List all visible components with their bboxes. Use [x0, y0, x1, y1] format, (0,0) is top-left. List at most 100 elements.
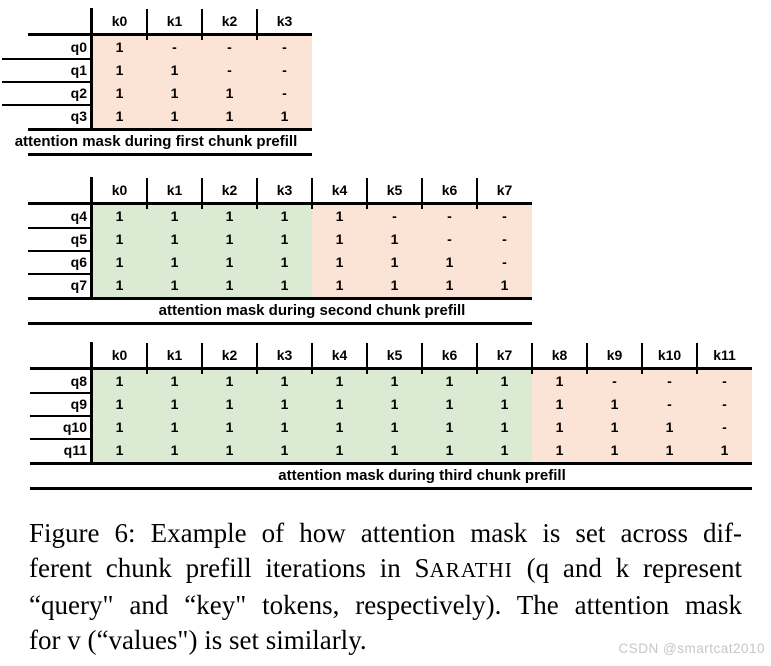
pink-region [312, 205, 532, 297]
col-header-k6: k6 [441, 182, 458, 198]
mask-cell: 1 [280, 442, 289, 458]
mask-cell: - [227, 62, 232, 78]
mask-cell: - [667, 373, 672, 389]
column-boundary-tick [365, 370, 368, 374]
mask-cell: 1 [335, 277, 344, 293]
row-header-q7: q7 [70, 277, 87, 293]
mask-cell: 1 [170, 442, 179, 458]
mask-cell: 1 [280, 373, 289, 389]
col-header-k3: k3 [276, 347, 293, 363]
mask-cell: 1 [115, 277, 124, 293]
column-boundary-tick [200, 370, 203, 374]
row-header-q5: q5 [70, 231, 87, 247]
mask-cell: 1 [115, 442, 124, 458]
mask-cell: 1 [335, 231, 344, 247]
mask-cell: - [447, 231, 452, 247]
label-divider [90, 342, 93, 462]
mask-cell: 1 [170, 108, 179, 124]
mask-cell: 1 [335, 254, 344, 270]
mask-cell: 1 [170, 208, 179, 224]
column-boundary-tick [200, 205, 203, 209]
col-header-k7: k7 [496, 347, 513, 363]
mask-cell: 1 [115, 254, 124, 270]
caption-line-2-pre: ferent chunk prefill iterations in S [29, 553, 430, 583]
row-separator [28, 227, 92, 229]
mask-cell: 1 [555, 442, 564, 458]
row-separator [28, 273, 92, 275]
col-header-k0: k0 [111, 13, 128, 29]
table-bottom-rule [30, 487, 752, 490]
mask-cell: 1 [225, 373, 234, 389]
column-boundary-tick [420, 205, 423, 209]
mask-cell: 1 [665, 419, 674, 435]
mask-cell: - [667, 396, 672, 412]
header-column-tick [365, 343, 368, 367]
figure-caption: Figure 6: Example of how attention mask … [29, 516, 742, 658]
caption-line-3: “query" and “key" tokens, respectively).… [29, 590, 742, 620]
mask-cell: 1 [170, 85, 179, 101]
row-separator [28, 250, 92, 252]
mask-cell: 1 [555, 396, 564, 412]
mask-cell: 1 [445, 254, 454, 270]
mask-cell: 1 [280, 208, 289, 224]
mask-cell: 1 [225, 231, 234, 247]
mask-cell: 1 [500, 277, 509, 293]
col-header-k10: k10 [657, 347, 682, 363]
mask-cell: 1 [390, 396, 399, 412]
mask-cell: - [502, 254, 507, 270]
header-column-tick [200, 178, 203, 202]
mask-cell: 1 [170, 231, 179, 247]
mask-cell: 1 [170, 277, 179, 293]
mask-cell: 1 [225, 108, 234, 124]
mask-cell: 1 [390, 231, 399, 247]
col-header-k1: k1 [166, 182, 183, 198]
mask-cell: 1 [390, 277, 399, 293]
col-header-k1: k1 [166, 13, 183, 29]
mask-cell: 1 [665, 442, 674, 458]
mask-cell: 1 [170, 396, 179, 412]
mask-cell: 1 [170, 254, 179, 270]
col-header-k3: k3 [276, 13, 293, 29]
column-boundary-tick [310, 370, 313, 374]
row-header-q9: q9 [70, 396, 87, 412]
mask-cell: 1 [280, 231, 289, 247]
mask-cell: - [172, 39, 177, 55]
mask-cell: 1 [115, 373, 124, 389]
mask-cell: 1 [500, 373, 509, 389]
table-bottom-rule [28, 322, 532, 325]
column-boundary-tick [475, 370, 478, 374]
mask-cell: 1 [335, 442, 344, 458]
row-header-q0: q0 [70, 39, 87, 55]
mask-cell: 1 [115, 396, 124, 412]
header-underline [30, 367, 752, 370]
mask-cell: 1 [610, 442, 619, 458]
mask-cell: - [722, 419, 727, 435]
mask-cell: 1 [280, 419, 289, 435]
mask-cell: 1 [610, 419, 619, 435]
mask-cell: 1 [335, 396, 344, 412]
mask-cell: 1 [390, 373, 399, 389]
mask-cell: 1 [225, 396, 234, 412]
column-boundary-tick [420, 370, 423, 374]
header-column-tick [530, 343, 533, 367]
header-column-tick [200, 9, 203, 33]
header-column-tick [310, 343, 313, 367]
mask-cell: - [502, 231, 507, 247]
column-boundary-tick [255, 205, 258, 209]
mask-cell: 1 [500, 419, 509, 435]
mask-cell: - [227, 39, 232, 55]
col-header-k11: k11 [713, 347, 736, 363]
csdn-watermark: CSDN @smartcat2010 [618, 641, 765, 656]
mask-cell: 1 [115, 39, 124, 55]
col-header-k7: k7 [496, 182, 513, 198]
column-boundary-tick [145, 205, 148, 209]
row-separator [30, 438, 92, 440]
mask-cell: 1 [225, 85, 234, 101]
mask-cell: - [282, 39, 287, 55]
pink-region [532, 370, 752, 462]
mask-cell: 1 [445, 277, 454, 293]
row-header-q10: q10 [62, 419, 87, 435]
header-column-tick [310, 178, 313, 202]
row-header-q3: q3 [70, 108, 87, 124]
